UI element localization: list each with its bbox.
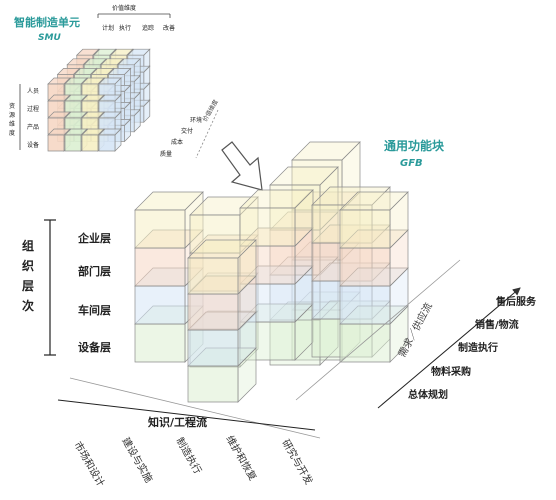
supply-item: 制造执行 [458,341,498,354]
smu-subtitle: SMU [38,33,61,43]
gfb-block [134,285,186,325]
knowledge-guide-line [69,377,321,439]
smu-depth-header: 价值维度 [201,98,220,123]
smu-cube [47,48,151,152]
knowledge-axis-line [57,399,316,431]
gfb-block [239,207,296,247]
smu-row-label: 过程 [27,105,39,113]
gfb-subtitle: GFB [400,158,423,169]
gfb-block [339,247,391,287]
smu-cell [98,134,116,152]
knowledge-item: 建设与实施 [119,435,155,485]
knowledge-item: 研究与开发 [279,437,315,487]
knowledge-item: 制造执行 [173,435,204,476]
gfb-block-structure [134,141,409,403]
smu-depth-item: 交付 [181,127,193,135]
org-layer-label: 设备层 [78,340,111,354]
smu-col-label: 执行 [119,24,131,32]
smu-cell [81,134,99,152]
supply-axis-line [377,287,521,409]
gfb-block [134,209,186,249]
big-arrow-icon [221,141,263,191]
smu-side-header: 资源维度 [9,102,15,137]
knowledge-item: 维护和恢复 [223,433,259,483]
smu-depth-item: 质量 [160,150,172,158]
smu-depth-bracket [195,109,219,159]
gfb-block [339,285,391,325]
supply-item: 物料采购 [431,365,471,378]
smu-cell [47,134,65,152]
supply-item: 总体规划 [408,388,448,401]
smu-row-label: 产品 [27,123,39,131]
smu-row-label: 设备 [27,141,39,149]
smu-depth-item: 环境 [190,116,202,124]
supply-item: 售后服务 [496,295,537,308]
supply-item: 销售/物流 [475,318,519,331]
smu-col-label: 追踪 [142,24,154,32]
gfb-title: 通用功能块 [384,138,445,153]
knowledge-axis-label: 知识/工程流 [147,415,207,429]
smu-row-label: 人员 [27,88,39,95]
gfb-block [187,257,239,295]
smu-title: 智能制造单元 [14,15,80,29]
org-layer-label: 企业层 [77,231,111,245]
gfb-block [187,365,239,403]
gfb-block [134,323,186,363]
smu-cell [64,134,82,152]
gfb-block [134,247,186,287]
smu-depth-item: 成本 [171,138,183,146]
supply-guide-line [295,259,461,401]
org-axis-label: 组织层次 [22,238,34,313]
gfb-block [187,329,239,367]
smu-col-label: 改善 [163,24,175,32]
smu-col-label: 计划 [102,24,114,32]
smu-top-header: 价值维度 [112,4,136,12]
knowledge-item: 市场和设计 [71,439,107,489]
org-layer-label: 车间层 [78,303,111,317]
gfb-block [339,209,391,249]
org-layer-label: 部门层 [78,264,111,278]
gfb-block [187,293,239,331]
